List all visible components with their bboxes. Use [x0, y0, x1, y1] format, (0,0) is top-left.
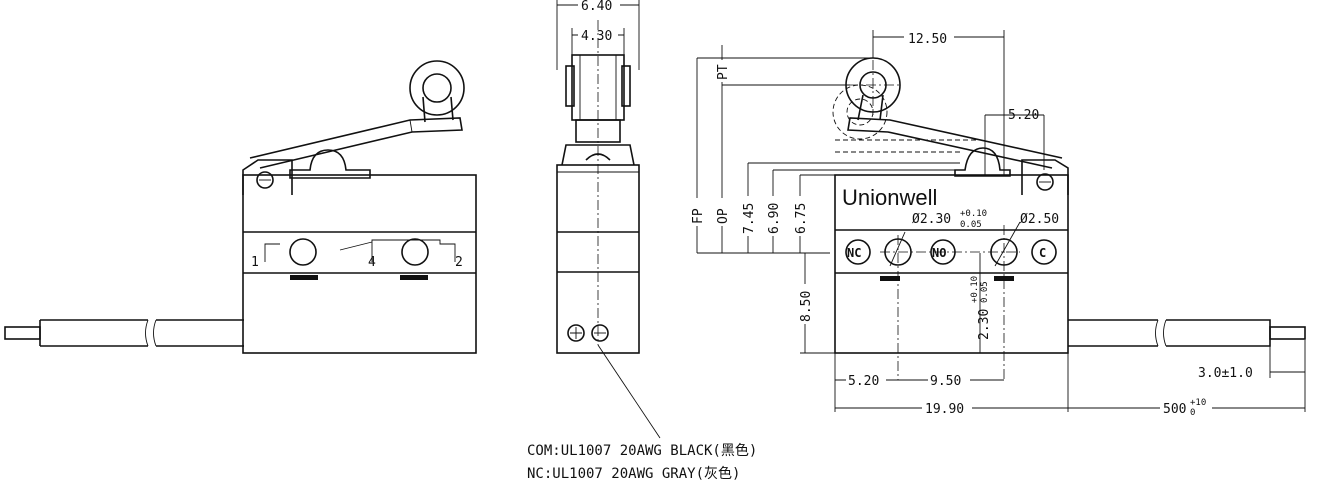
dim-label-1990: 19.90	[925, 402, 964, 417]
dim-label-640: 6.40	[581, 0, 612, 14]
front-lever-arm	[847, 117, 1063, 169]
dim-label-pt: PT	[716, 64, 731, 80]
dim-label-500: 500	[1163, 402, 1186, 417]
front-cable-jacket	[1068, 319, 1158, 347]
dim-label-430: 4.30	[581, 29, 612, 44]
pin-label-2: 2	[455, 255, 463, 270]
dim-tol-230-lower: 0.05	[980, 281, 990, 303]
svg-text:C: C	[1039, 246, 1046, 260]
side-cable-1	[567, 324, 585, 342]
left-schematic-1	[264, 243, 280, 262]
left-cable-jacket-2	[156, 319, 244, 347]
dim-label-fp: FP	[691, 208, 706, 224]
front-terminal-tab-2	[994, 276, 1014, 281]
left-terminal-tab-2	[400, 275, 428, 280]
dim-tol-230-upper: +0.10	[970, 276, 980, 303]
cable-leader-line	[597, 344, 661, 439]
dim-tol-hole-lower: 0.05	[960, 220, 982, 230]
left-terminal-hole-2	[401, 238, 429, 266]
front-cable-break	[1155, 319, 1167, 347]
front-lever-pressed	[835, 139, 980, 153]
terminal-c: C	[1031, 239, 1057, 265]
dim-label-520-bottom: 5.20	[848, 374, 879, 389]
front-lever-hinge	[1021, 159, 1069, 195]
left-cable-stripped-end	[4, 326, 41, 340]
pin-label-1: 1	[251, 255, 259, 270]
left-cable-jacket	[39, 319, 148, 347]
dim-label-950: 9.50	[930, 374, 961, 389]
cable-note-nc: NC:UL1007 20AWG GRAY(灰色)	[527, 465, 740, 482]
dim-tol-hole-upper: +0.10	[960, 209, 987, 219]
cable-note-com: COM:UL1007 20AWG BLACK(黑色)	[527, 442, 757, 459]
left-pivot-hole	[256, 171, 274, 189]
side-roller-axle-right	[621, 65, 631, 107]
dim-label-op: OP	[716, 208, 731, 224]
left-roller-outer	[409, 60, 465, 116]
front-body	[834, 174, 1069, 354]
dim-label-hole-small: Ø2.30	[912, 212, 951, 227]
front-roller-pressed	[832, 84, 888, 140]
dim-tol-500-upper: +10	[1190, 398, 1206, 408]
svg-text:NC: NC	[847, 246, 861, 260]
side-cable-2	[591, 324, 609, 342]
front-cable-jacket-2	[1166, 319, 1271, 347]
dim-tol-500-lower: 0	[1190, 408, 1195, 418]
brand-logo-text: Unionwell	[842, 185, 937, 210]
svg-text:NO: NO	[932, 246, 946, 260]
side-view: 6.40 4.30	[556, 0, 661, 439]
side-roller-axle-left	[565, 65, 575, 107]
dim-label-745: 7.45	[742, 203, 757, 234]
dim-label-hole-large: Ø2.50	[1020, 212, 1059, 227]
side-lever-base	[561, 144, 635, 166]
left-plunger	[289, 149, 371, 179]
front-cable-stripped-end	[1269, 326, 1306, 340]
left-schematic-2	[371, 239, 456, 262]
left-body	[242, 174, 477, 354]
left-lever-fold	[409, 119, 413, 133]
left-view: 1 4 2	[4, 60, 477, 354]
dim-label-850: 8.50	[799, 291, 814, 322]
left-roller-inner	[422, 73, 452, 103]
left-schematic-contact	[339, 241, 373, 251]
pin-label-4: 4	[368, 255, 376, 270]
front-pivot-hole	[1036, 173, 1054, 191]
left-lever-hinge	[242, 159, 293, 195]
dim-label-690: 6.90	[767, 203, 782, 234]
dim-label-strip: 3.0±1.0	[1198, 366, 1253, 381]
left-terminal-hole-1	[289, 238, 317, 266]
terminal-nc: NC	[845, 239, 871, 265]
front-view: Unionwell NC NO C	[686, 30, 1306, 418]
left-roller-bracket	[422, 96, 454, 123]
left-lever-arm	[249, 117, 463, 169]
dim-label-1250: 12.50	[908, 32, 947, 47]
left-terminal-tab-1	[290, 275, 318, 280]
dim-label-520-top: 5.20	[1008, 108, 1039, 123]
left-cable-break	[145, 319, 157, 347]
dim-label-675: 6.75	[794, 203, 809, 234]
front-terminal-tab-1	[880, 276, 900, 281]
dim-label-230: 2.30	[977, 309, 992, 340]
